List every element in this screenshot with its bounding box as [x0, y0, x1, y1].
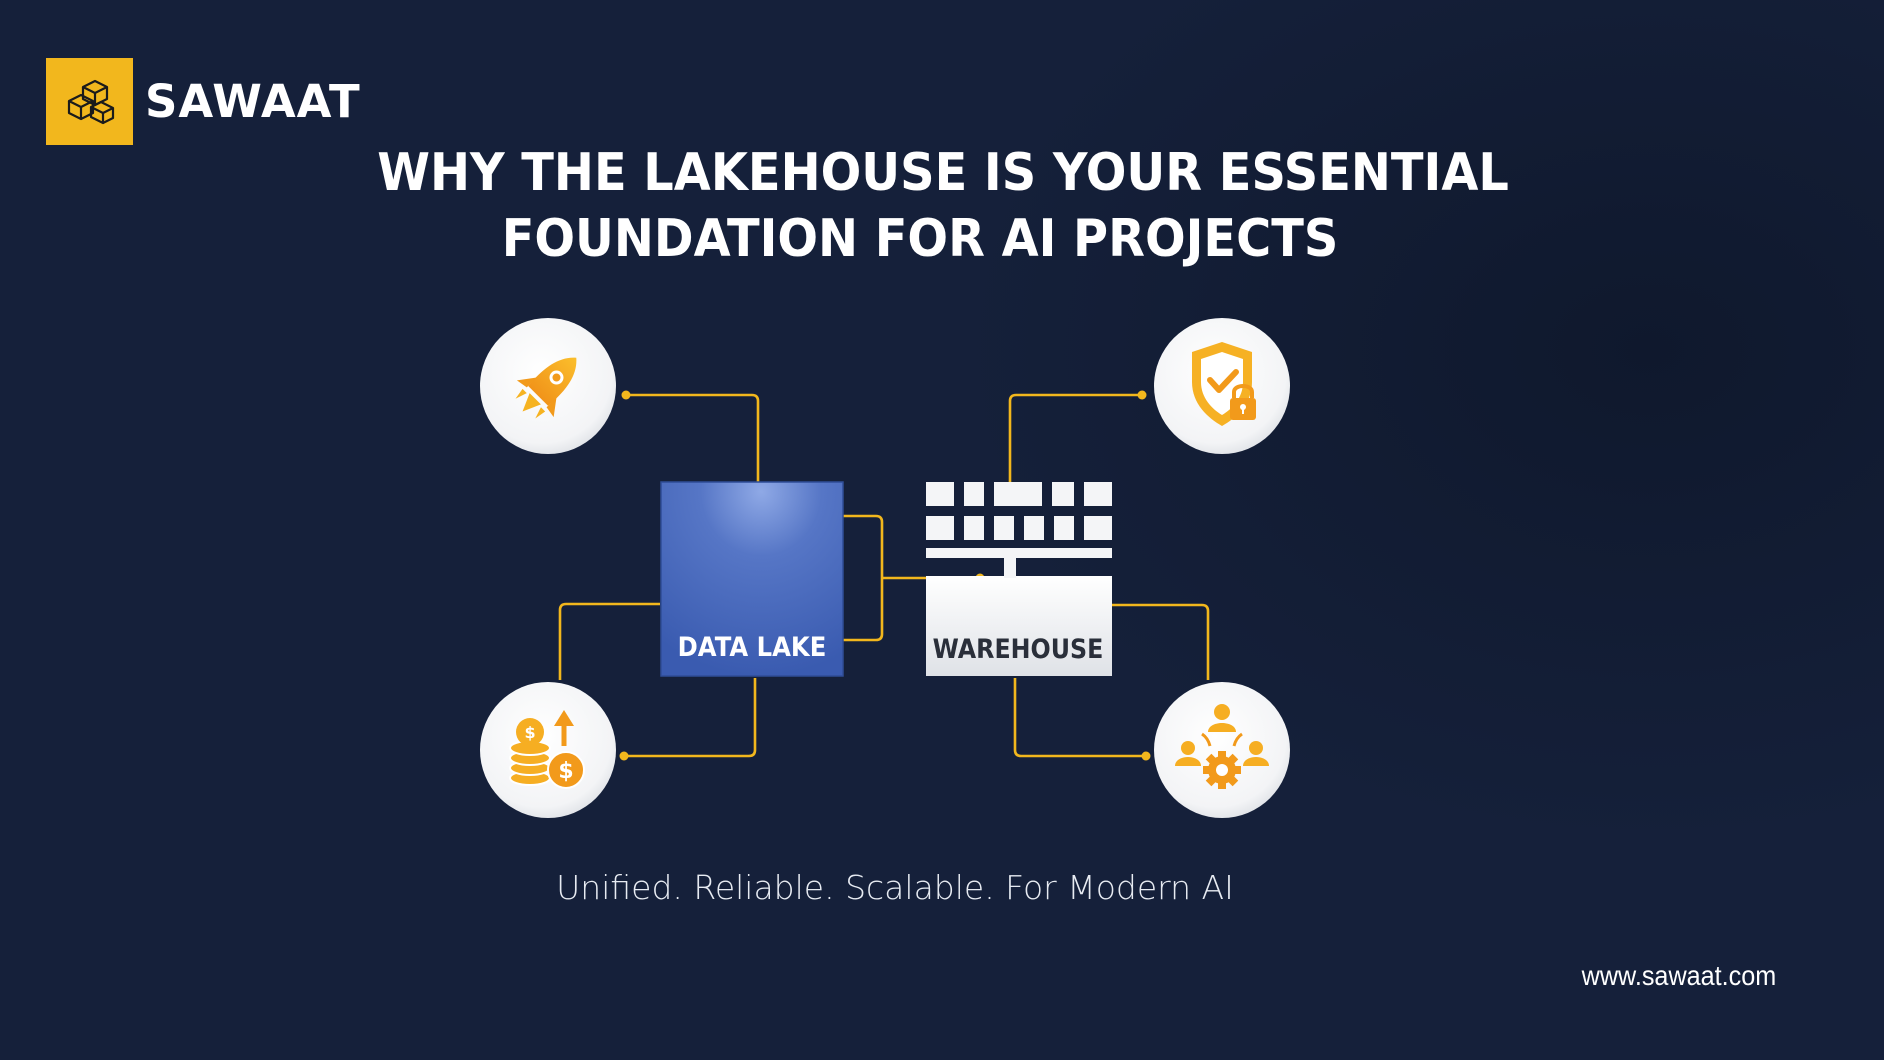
- website-link[interactable]: www.sawaat.com: [1581, 960, 1776, 991]
- coins-circle: $ $: [480, 682, 616, 818]
- svg-text:$: $: [524, 723, 535, 742]
- warehouse-label: WAREHOUSE: [933, 633, 1104, 665]
- brand-logo: SAWAAT: [46, 58, 361, 145]
- shield-lock-icon: [1192, 342, 1256, 426]
- title-line-2: FOUNDATION FOR AI PROJECTS: [501, 209, 1339, 269]
- data-lake-block: DATA LAKE: [660, 481, 844, 677]
- tagline: Unified. Reliable. Scalable. For Modern …: [556, 868, 1234, 907]
- page-title: WHY THE LAKEHOUSE IS YOUR ESSENTIAL FOUN…: [377, 140, 1509, 272]
- rocket-circle: [480, 318, 616, 454]
- connector-lines: [558, 393, 1210, 758]
- svg-text:$: $: [558, 759, 573, 784]
- team-circle: [1154, 682, 1290, 818]
- title-line-1: WHY THE LAKEHOUSE IS YOUR ESSENTIAL: [377, 143, 1509, 203]
- coins-growth-icon: $ $: [509, 710, 585, 789]
- warehouse-block: WAREHOUSE: [926, 482, 1112, 676]
- rocket-icon: [515, 357, 577, 419]
- brand-name: SAWAAT: [145, 75, 361, 128]
- shield-lock-circle: [1154, 318, 1290, 454]
- data-lake-label: DATA LAKE: [678, 632, 827, 664]
- boxes-icon: [46, 58, 133, 145]
